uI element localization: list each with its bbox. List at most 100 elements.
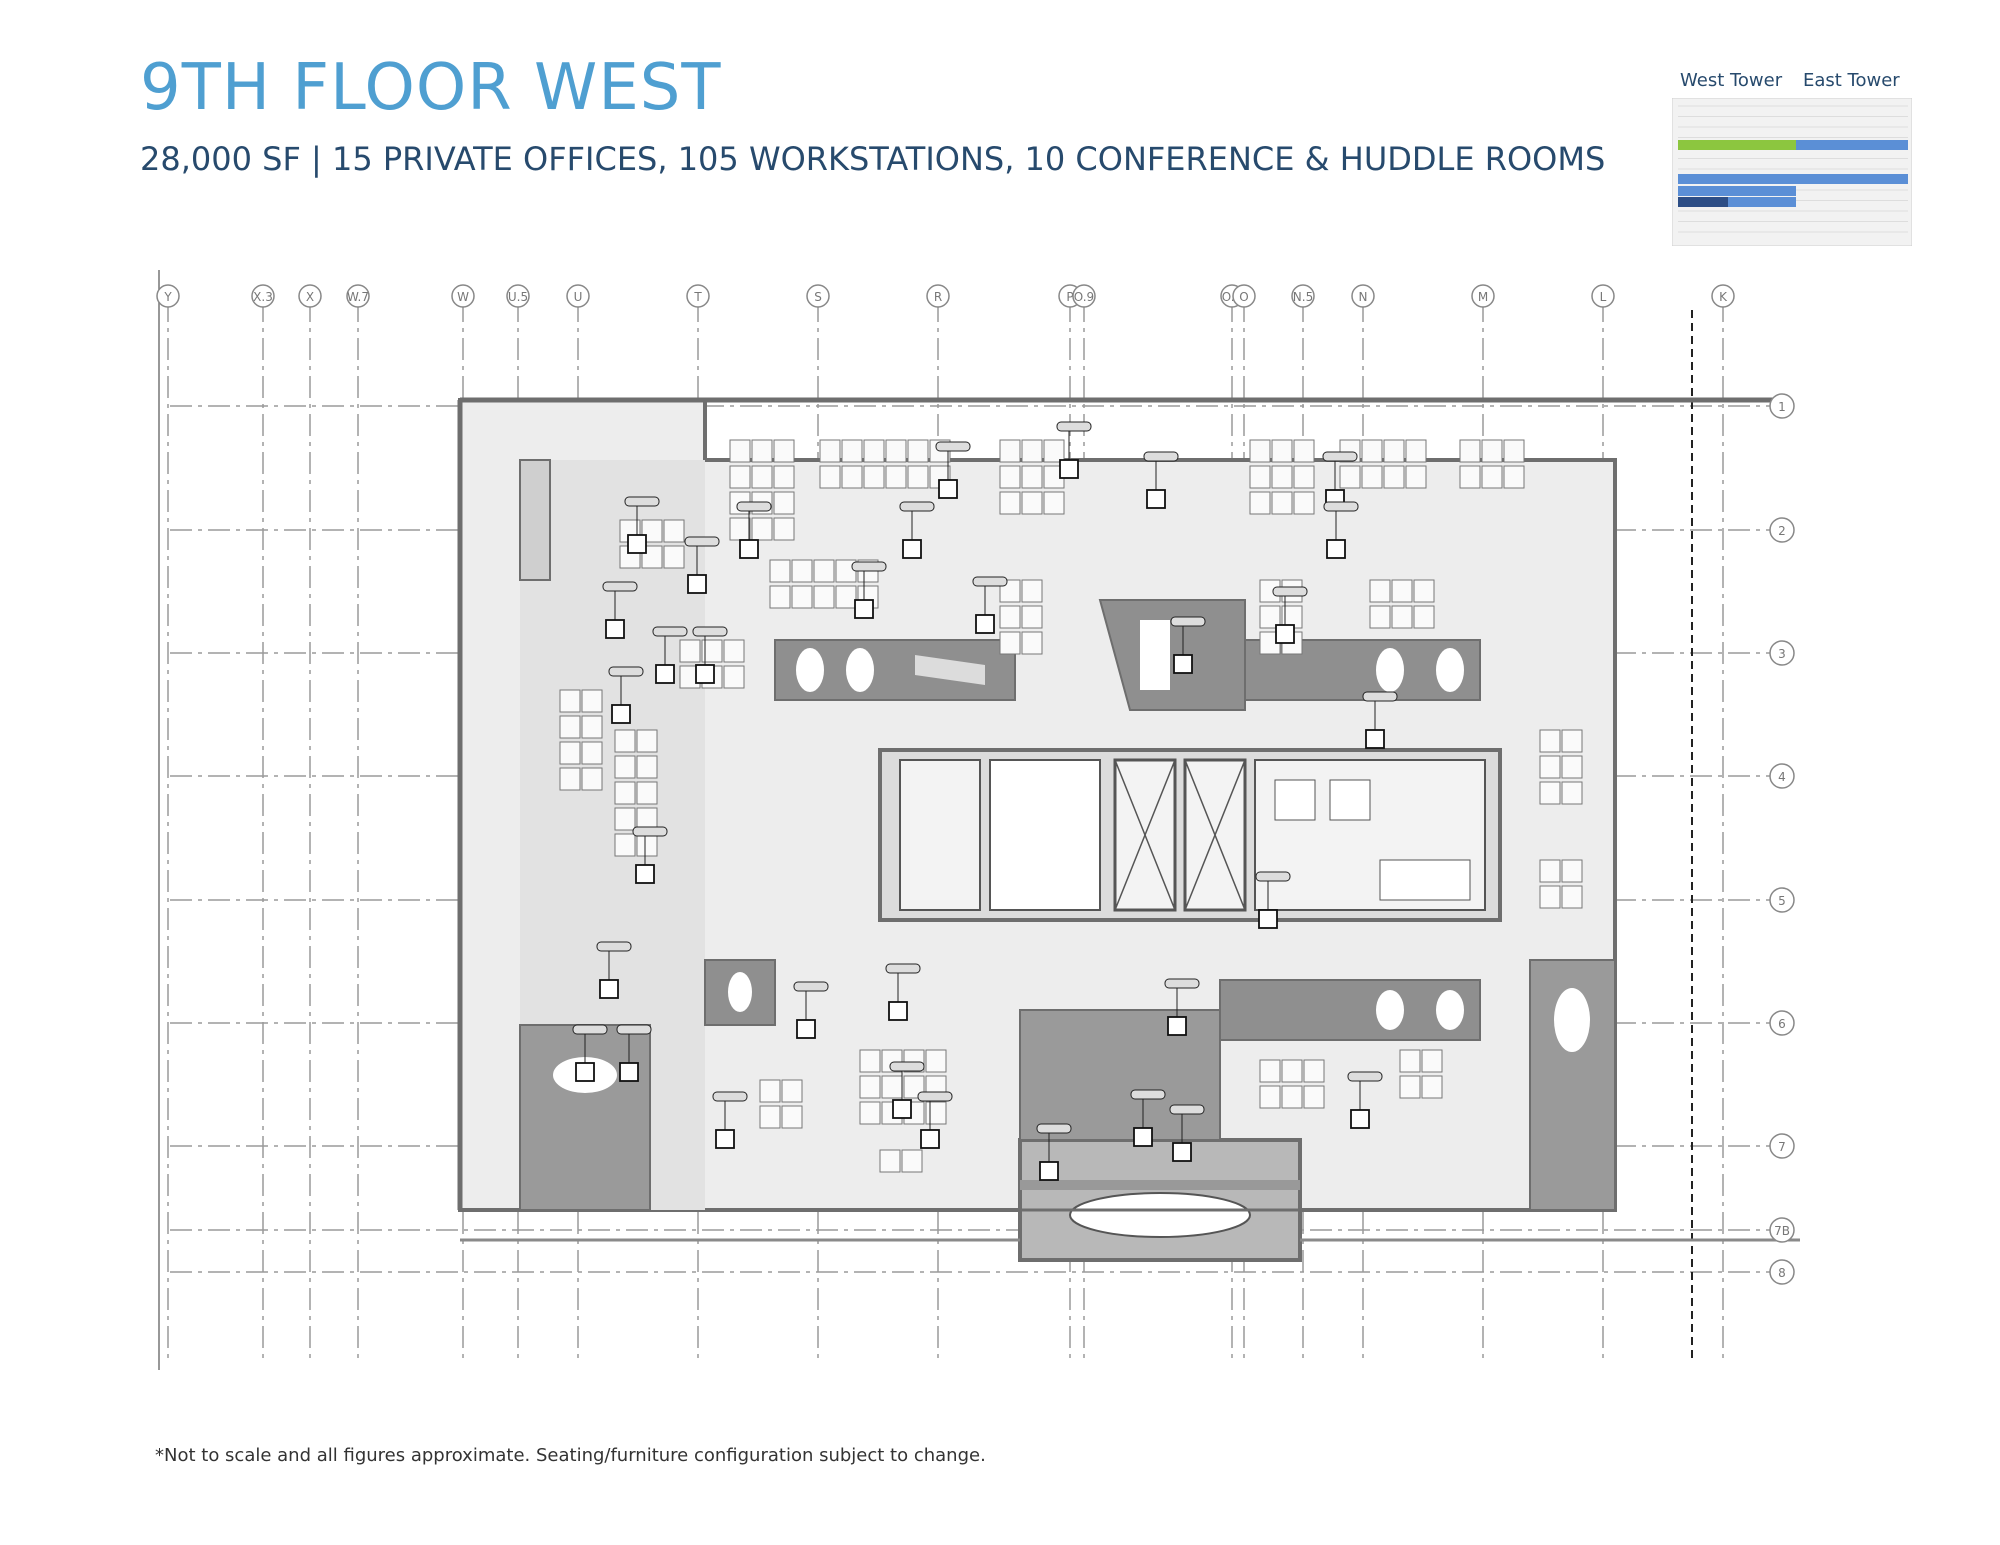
callout-tag bbox=[851, 561, 887, 572]
desk bbox=[1361, 465, 1383, 489]
desk bbox=[1339, 465, 1361, 489]
desk bbox=[907, 439, 929, 463]
desk bbox=[999, 439, 1021, 463]
desk bbox=[1399, 1049, 1421, 1073]
column-bubble-label: O bbox=[1239, 290, 1248, 304]
callout-marker bbox=[1143, 451, 1179, 509]
desk bbox=[1481, 439, 1503, 463]
callout-box bbox=[599, 979, 619, 999]
column-bubble-label: T bbox=[693, 290, 702, 304]
callout-tag bbox=[1130, 1089, 1166, 1100]
row-bubble-label: 8 bbox=[1778, 1266, 1786, 1280]
callout-tag bbox=[652, 626, 688, 637]
callout-box bbox=[655, 664, 675, 684]
desk bbox=[1391, 605, 1413, 629]
column-bubble: W bbox=[451, 284, 475, 308]
callout-marker bbox=[1323, 501, 1359, 559]
callout-tag bbox=[596, 941, 632, 952]
desk bbox=[1021, 579, 1043, 603]
desk bbox=[791, 585, 813, 609]
callout-box bbox=[920, 1129, 940, 1149]
callout-box bbox=[1146, 489, 1166, 509]
desk bbox=[581, 689, 603, 713]
desk bbox=[1539, 729, 1561, 753]
column-bubble-label: Y bbox=[163, 290, 172, 304]
column-bubble-circle bbox=[806, 284, 830, 308]
callout-tag bbox=[1036, 1123, 1072, 1134]
boardroom-outcrop bbox=[460, 1138, 1800, 1262]
callout-box bbox=[854, 599, 874, 619]
desk bbox=[1249, 491, 1271, 515]
desk bbox=[723, 639, 745, 663]
callout-tag bbox=[885, 963, 921, 974]
desk bbox=[581, 715, 603, 739]
callout-tag bbox=[1143, 451, 1179, 462]
desk bbox=[614, 833, 636, 857]
row-bubble: 7 bbox=[1769, 1133, 1795, 1159]
row-bubble: 3 bbox=[1769, 640, 1795, 666]
desk bbox=[636, 729, 658, 753]
callout-marker bbox=[632, 826, 668, 884]
callout-tag bbox=[935, 441, 971, 452]
column-bubble: O.9 bbox=[1072, 284, 1096, 308]
callout-tag bbox=[899, 501, 935, 512]
callout-marker bbox=[793, 981, 829, 1039]
callout-box bbox=[739, 539, 759, 559]
desk bbox=[1383, 465, 1405, 489]
callout-tag bbox=[608, 666, 644, 677]
column-bubble-circle bbox=[451, 284, 475, 308]
callout-marker bbox=[684, 536, 720, 594]
desk bbox=[1561, 885, 1583, 909]
west-tower-label: West Tower bbox=[1680, 70, 1783, 91]
workstation-cluster bbox=[1539, 729, 1583, 805]
desk bbox=[751, 517, 773, 541]
callout-tag bbox=[1164, 978, 1200, 989]
desk bbox=[559, 741, 581, 765]
callout-marker bbox=[616, 1024, 652, 1082]
page-subtitle: 28,000 SF | 15 PRIVATE OFFICES, 105 WORK… bbox=[140, 140, 1606, 178]
callout-tag bbox=[793, 981, 829, 992]
column-bubble-circle bbox=[686, 284, 710, 308]
desk bbox=[885, 439, 907, 463]
column-bubble: N bbox=[1351, 284, 1375, 308]
callout-marker bbox=[972, 576, 1008, 634]
desk bbox=[1369, 605, 1391, 629]
desk bbox=[769, 585, 791, 609]
desk bbox=[1503, 465, 1525, 489]
workstation-cluster bbox=[1259, 1059, 1325, 1109]
column-bubble-circle bbox=[926, 284, 950, 308]
callout-tag bbox=[624, 496, 660, 507]
desk bbox=[813, 585, 835, 609]
callout-box bbox=[605, 619, 625, 639]
callout-tag bbox=[572, 1024, 608, 1035]
column-bubble-label: L bbox=[1600, 290, 1607, 304]
column-bubble: W.7 bbox=[346, 284, 370, 308]
desk bbox=[1249, 465, 1271, 489]
desk bbox=[1293, 439, 1315, 463]
callout-marker bbox=[572, 1024, 608, 1082]
desk bbox=[863, 439, 885, 463]
desk bbox=[903, 1075, 925, 1099]
callout-box bbox=[1059, 459, 1079, 479]
column-bubble-label: P bbox=[1066, 290, 1073, 304]
callout-tag bbox=[1272, 586, 1308, 597]
column-bubble-circle bbox=[346, 284, 370, 308]
callout-tag bbox=[692, 626, 728, 637]
desk bbox=[1281, 1059, 1303, 1083]
column-bubble-label: W bbox=[457, 290, 469, 304]
desk bbox=[1259, 605, 1281, 629]
desk bbox=[1561, 755, 1583, 779]
callout-box bbox=[627, 534, 647, 554]
equipment-callouts bbox=[572, 421, 1398, 1181]
desk bbox=[999, 605, 1021, 629]
callout-marker bbox=[1255, 871, 1291, 929]
desk bbox=[1259, 1059, 1281, 1083]
desk bbox=[1271, 465, 1293, 489]
callout-box bbox=[975, 614, 995, 634]
desk bbox=[773, 491, 795, 515]
desk bbox=[819, 465, 841, 489]
callout-marker bbox=[596, 941, 632, 999]
highlighted-floor-bar bbox=[1678, 140, 1796, 150]
callout-tag bbox=[1170, 616, 1206, 627]
